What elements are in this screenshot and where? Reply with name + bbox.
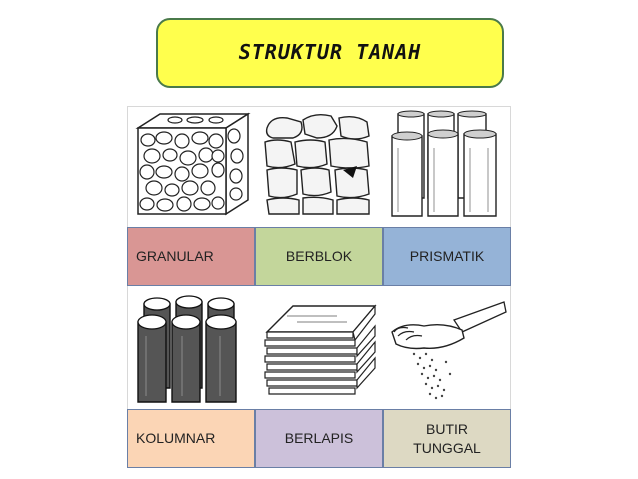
label-kolumnar: KOLUMNAR bbox=[127, 409, 255, 468]
label-prismatik: PRISMATIK bbox=[383, 227, 511, 286]
platy-soil-icon bbox=[257, 292, 381, 404]
single-grain-soil-icon bbox=[384, 292, 508, 404]
label-kolumnar-text: KOLUMNAR bbox=[136, 430, 216, 446]
columnar-soil-icon bbox=[130, 292, 254, 404]
label-butir-text: BUTIR bbox=[426, 420, 468, 437]
label-berlapis-text: BERLAPIS bbox=[284, 430, 354, 446]
label-prismatik-text: PRISMATIK bbox=[409, 248, 485, 264]
title-box: STRUKTUR TANAH bbox=[156, 18, 504, 88]
prismatic-soil-icon bbox=[384, 108, 508, 220]
label-granular-text: GRANULAR bbox=[136, 248, 214, 264]
label-berlapis: BERLAPIS bbox=[255, 409, 383, 468]
label-granular: GRANULAR bbox=[127, 227, 255, 286]
blocky-soil-icon bbox=[257, 108, 381, 220]
label-berblok-text: BERBLOK bbox=[285, 248, 353, 264]
granular-soil-icon bbox=[130, 108, 254, 220]
label-tunggal-text: TUNGGAL bbox=[413, 439, 481, 456]
page-title: STRUKTUR TANAH bbox=[238, 40, 422, 64]
label-berblok: BERBLOK bbox=[255, 227, 383, 286]
label-butir-tunggal: BUTIR TUNGGAL bbox=[383, 409, 511, 468]
